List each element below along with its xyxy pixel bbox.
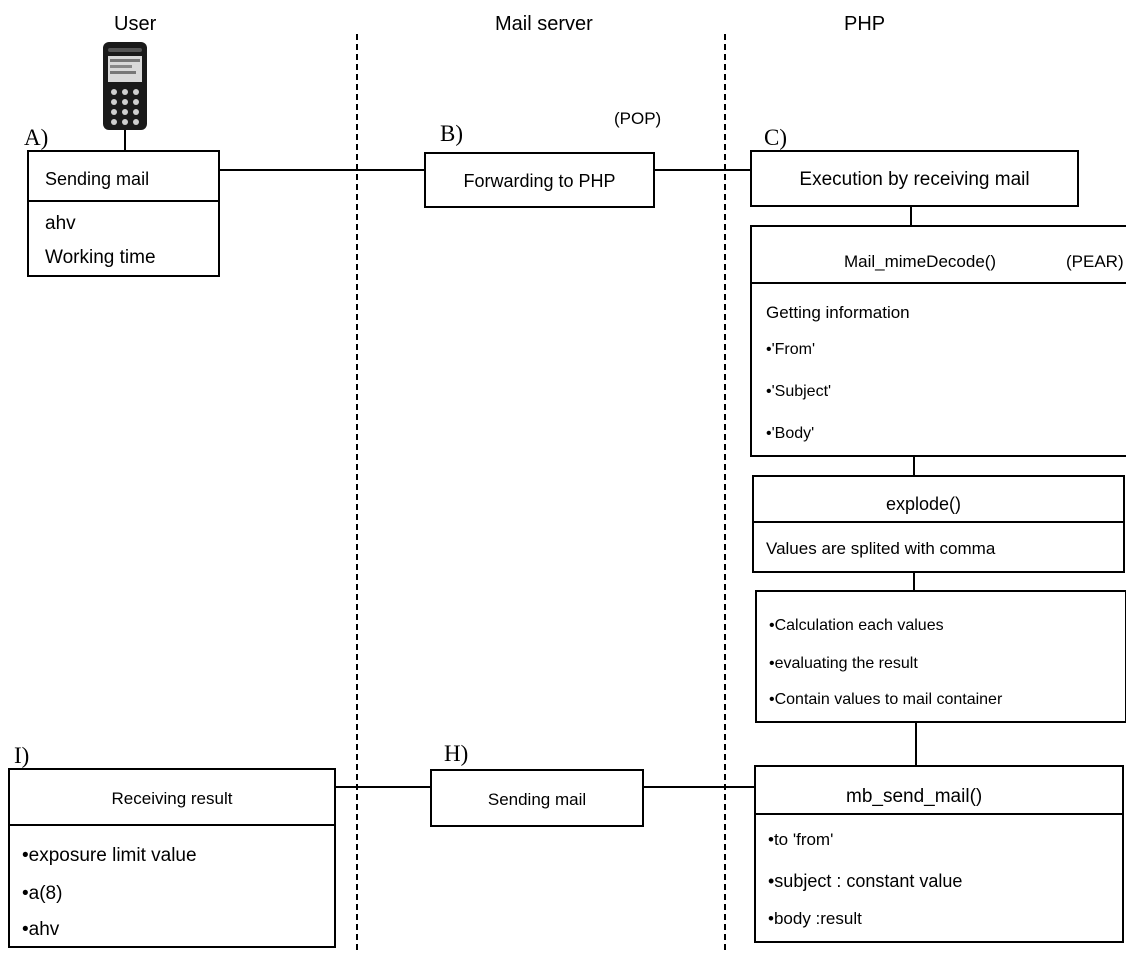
connector-b-c bbox=[655, 169, 750, 171]
tag-pop: (POP) bbox=[614, 109, 662, 128]
box-g-item: •body :result bbox=[768, 909, 862, 928]
box-d-item: •'Subject' bbox=[766, 383, 832, 400]
box-a-item: ahv bbox=[45, 213, 76, 234]
box-g-item: •to 'from' bbox=[768, 830, 834, 849]
connector-d-e bbox=[913, 457, 915, 475]
marker-a: A) bbox=[24, 125, 49, 150]
box-a-item: Working time bbox=[45, 247, 156, 268]
box-d-heading: Getting information bbox=[766, 303, 910, 322]
lane-header-php: PHP bbox=[844, 13, 886, 35]
box-c-title: Execution by receiving mail bbox=[799, 169, 1030, 190]
box-g-send-mail: mb_send_mail() •to 'from' •subject : con… bbox=[754, 765, 1124, 943]
connector-h-i bbox=[336, 786, 430, 788]
mobile-phone-icon bbox=[103, 42, 147, 130]
marker-c: C) bbox=[764, 125, 787, 150]
box-f-item: •evaluating the result bbox=[769, 655, 918, 672]
connector-f-g bbox=[915, 723, 917, 765]
connector-c-d bbox=[910, 207, 912, 225]
box-d-mime-decode: Mail_mimeDecode() (PEAR) Getting informa… bbox=[750, 225, 1126, 457]
lane-header-user: User bbox=[114, 13, 157, 35]
marker-h: H) bbox=[444, 741, 469, 766]
box-a-sending-mail: Sending mail ahv Working time bbox=[27, 150, 220, 277]
box-i-item: •exposure limit value bbox=[22, 845, 197, 866]
tag-pear: (PEAR) bbox=[1066, 252, 1124, 271]
box-h-sending-mail: Sending mail bbox=[430, 769, 644, 827]
lane-separator-right bbox=[724, 34, 726, 950]
box-d-title: Mail_mimeDecode() bbox=[844, 252, 997, 271]
box-g-item: •subject : constant value bbox=[768, 871, 963, 891]
box-a-title: Sending mail bbox=[45, 169, 150, 189]
box-d-divider bbox=[752, 282, 1126, 284]
marker-b: B) bbox=[440, 121, 463, 146]
box-i-receiving-result: Receiving result •exposure limit value •… bbox=[8, 768, 336, 948]
box-b-title: Forwarding to PHP bbox=[463, 171, 616, 191]
box-e-title: explode() bbox=[886, 494, 962, 514]
box-f-item: •Contain values to mail container bbox=[769, 691, 1003, 708]
connector-e-f bbox=[913, 573, 915, 590]
box-e-text: Values are splited with comma bbox=[766, 539, 996, 558]
box-e-divider bbox=[754, 521, 1123, 523]
lane-separator-left bbox=[356, 34, 358, 950]
box-i-title: Receiving result bbox=[111, 789, 233, 808]
box-d-item: •'Body' bbox=[766, 425, 815, 442]
connector-g-h bbox=[644, 786, 754, 788]
box-f-calculation: •Calculation each values •evaluating the… bbox=[755, 590, 1126, 723]
box-b-forwarding: Forwarding to PHP bbox=[424, 152, 655, 208]
box-g-divider bbox=[756, 813, 1122, 815]
box-i-item: •ahv bbox=[22, 919, 60, 940]
box-i-item: •a(8) bbox=[22, 883, 63, 904]
box-g-title: mb_send_mail() bbox=[846, 786, 983, 807]
phone-connector bbox=[124, 130, 126, 150]
box-a-divider bbox=[29, 200, 218, 202]
marker-i: I) bbox=[14, 743, 30, 768]
box-f-item: •Calculation each values bbox=[769, 617, 944, 634]
box-c-execution: Execution by receiving mail bbox=[750, 150, 1079, 207]
box-h-title: Sending mail bbox=[487, 790, 587, 809]
lane-header-mail-server: Mail server bbox=[495, 13, 593, 35]
box-d-item: •'From' bbox=[766, 341, 816, 358]
box-i-divider bbox=[10, 824, 334, 826]
box-e-explode: explode() Values are splited with comma bbox=[752, 475, 1125, 573]
connector-a-b bbox=[220, 169, 424, 171]
